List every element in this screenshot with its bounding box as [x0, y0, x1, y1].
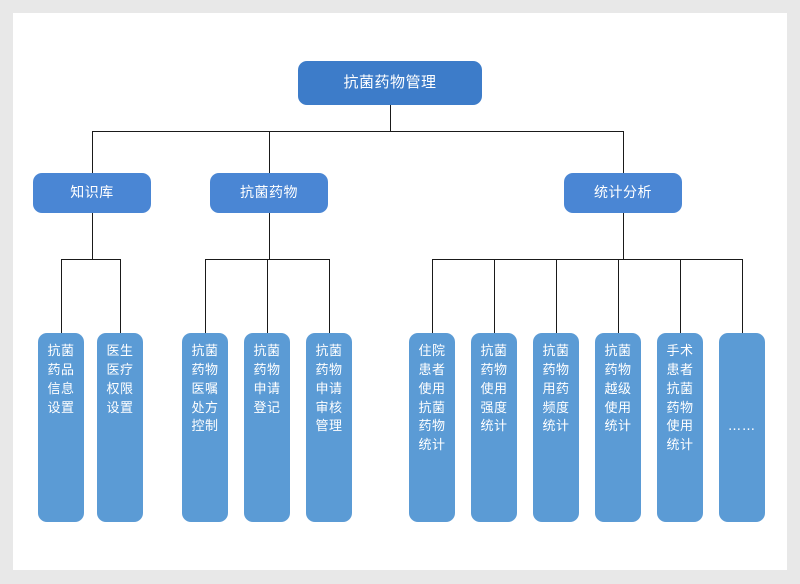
node-leaf-inpatient-usage-stats[interactable]: 住院患者使用抗菌药物统计	[409, 333, 455, 522]
node-leaf-application-registration[interactable]: 抗菌药物申请登记	[244, 333, 290, 522]
node-label: 抗菌药物申请审核管理	[315, 344, 343, 435]
node-leaf-more[interactable]: ……	[719, 333, 765, 522]
node-leaf-order-prescription-control[interactable]: 抗菌药物医嘱处方控制	[182, 333, 228, 522]
node-label: 抗菌药物医嘱处方控制	[191, 344, 219, 435]
node-root-antibiotic-management[interactable]: 抗菌药物管理	[298, 61, 482, 105]
node-leaf-application-review-management[interactable]: 抗菌药物申请审核管理	[306, 333, 352, 522]
connector-statistics-drop-6	[742, 259, 743, 333]
node-label: 抗菌药品信息设置	[47, 344, 75, 416]
node-label: 抗菌药物管理	[343, 73, 437, 92]
connector-statistics-bus	[432, 259, 742, 260]
connector-knowledge-drop-1	[61, 259, 62, 333]
connector-antibiotic-drop-2	[267, 259, 268, 333]
connector-drop-antibiotic	[269, 131, 270, 173]
connector-drop-knowledge	[92, 131, 93, 173]
node-label: 抗菌药物用药频度统计	[542, 344, 570, 435]
connector-statistics-drop-3	[556, 259, 557, 333]
node-leaf-escalated-usage-stats[interactable]: 抗菌药物越级使用统计	[595, 333, 641, 522]
node-branch-knowledge[interactable]: 知识库	[33, 173, 151, 213]
connector-root-stem	[390, 105, 391, 131]
node-leaf-ddd-frequency-stats[interactable]: 抗菌药物用药频度统计	[533, 333, 579, 522]
connector-antibiotic-drop-3	[329, 259, 330, 333]
connector-level1-bus	[92, 131, 624, 132]
connector-knowledge-stem	[92, 213, 93, 259]
node-label: 抗菌药物使用强度统计	[480, 344, 508, 435]
node-label: 知识库	[70, 184, 114, 201]
connector-statistics-drop-1	[432, 259, 433, 333]
connector-drop-statistics	[623, 131, 624, 173]
node-label: 抗菌药物申请登记	[253, 344, 281, 416]
node-label: 抗菌药物	[240, 184, 298, 201]
node-branch-statistics[interactable]: 统计分析	[564, 173, 682, 213]
node-label: 统计分析	[594, 184, 652, 201]
connector-antibiotic-stem	[269, 213, 270, 259]
node-leaf-surgical-patient-usage-stats[interactable]: 手术患者抗菌药物使用统计	[657, 333, 703, 522]
connector-knowledge-drop-2	[120, 259, 121, 333]
connector-antibiotic-drop-1	[205, 259, 206, 333]
connector-statistics-drop-2	[494, 259, 495, 333]
node-label: ……	[728, 419, 756, 435]
node-leaf-usage-intensity-stats[interactable]: 抗菌药物使用强度统计	[471, 333, 517, 522]
connector-statistics-drop-4	[618, 259, 619, 333]
diagram-canvas: 抗菌药物管理 知识库 抗菌药物 统计分析 抗菌药品信息设置 医生医疗权限设置 抗…	[13, 13, 787, 570]
node-label: 住院患者使用抗菌药物统计	[418, 344, 446, 454]
node-leaf-doctor-permission-setting[interactable]: 医生医疗权限设置	[97, 333, 143, 522]
connector-knowledge-bus	[61, 259, 120, 260]
node-label: 手术患者抗菌药物使用统计	[666, 344, 694, 454]
node-leaf-drug-info-setting[interactable]: 抗菌药品信息设置	[38, 333, 84, 522]
connector-statistics-stem	[623, 213, 624, 259]
node-label: 抗菌药物越级使用统计	[604, 344, 632, 435]
node-branch-antibiotic[interactable]: 抗菌药物	[210, 173, 328, 213]
node-label: 医生医疗权限设置	[106, 344, 134, 416]
connector-statistics-drop-5	[680, 259, 681, 333]
